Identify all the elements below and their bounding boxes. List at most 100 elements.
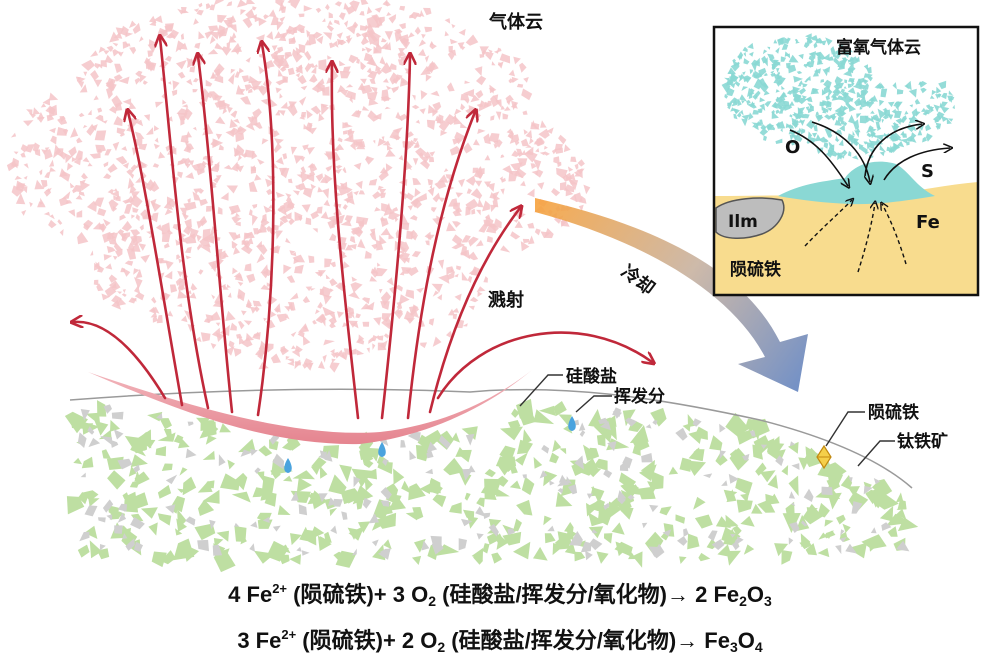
cloud-fragment bbox=[104, 149, 112, 156]
cloud-fragment bbox=[303, 5, 313, 12]
cloud-fragment bbox=[487, 49, 493, 54]
cloud-fragment bbox=[429, 42, 437, 50]
ilmenite-label: 钛铁矿 bbox=[897, 431, 948, 452]
oxygen-cloud-fragment bbox=[797, 107, 804, 115]
cloud-fragment bbox=[222, 284, 229, 290]
cloud-fragment bbox=[291, 345, 296, 350]
cloud-fragment bbox=[385, 163, 393, 173]
cloud-fragment bbox=[376, 240, 384, 251]
cloud-fragment bbox=[488, 133, 500, 143]
oxygen-cloud-fragment bbox=[810, 35, 819, 42]
mineral-grain bbox=[817, 548, 830, 558]
mineral-grain bbox=[79, 531, 90, 542]
cloud-fragment bbox=[175, 59, 187, 70]
cloud-fragment bbox=[153, 125, 160, 132]
oxygen-cloud-fragment bbox=[880, 84, 885, 89]
mineral-grain bbox=[480, 483, 495, 494]
oxygen-cloud-fragment bbox=[730, 107, 736, 112]
cloud-fragment bbox=[122, 162, 129, 169]
oxygen-cloud-fragment bbox=[802, 83, 808, 88]
cloud-fragment bbox=[130, 173, 135, 179]
mineral-grain bbox=[803, 488, 814, 502]
cloud-fragment bbox=[554, 143, 563, 151]
mineral-grain bbox=[84, 525, 98, 539]
oxygen-cloud-fragment bbox=[881, 119, 885, 124]
cloud-fragment bbox=[452, 209, 462, 217]
mineral-grain bbox=[102, 499, 114, 513]
oxygen-cloud-fragment bbox=[742, 71, 746, 76]
cloud-fragment bbox=[430, 90, 440, 97]
cloud-fragment bbox=[478, 168, 485, 174]
cloud-fragment bbox=[209, 91, 220, 101]
cloud-fragment bbox=[350, 282, 363, 293]
mineral-grain bbox=[301, 550, 310, 556]
oxygen-cloud-fragment bbox=[815, 114, 824, 122]
oxygen-cloud-fragment bbox=[790, 140, 795, 146]
mineral-grain bbox=[580, 541, 592, 553]
oxygen-cloud-fragment bbox=[775, 109, 780, 114]
cloud-fragment bbox=[569, 194, 578, 202]
mineral-grain bbox=[896, 540, 910, 552]
cloud-fragment bbox=[256, 244, 268, 255]
cloud-fragment bbox=[406, 192, 415, 201]
oxygen-cloud-fragment bbox=[830, 151, 838, 157]
mineral-grain bbox=[520, 413, 536, 426]
cloud-fragment bbox=[266, 225, 273, 232]
cloud-fragment bbox=[454, 131, 466, 145]
cloud-fragment bbox=[323, 199, 331, 207]
mineral-grain bbox=[740, 493, 749, 503]
cloud-fragment bbox=[361, 297, 370, 305]
oxygen-cloud-fragment bbox=[776, 68, 780, 73]
cloud-fragment bbox=[189, 65, 196, 73]
mineral-grain bbox=[296, 546, 302, 552]
oxygen-cloud-fragment bbox=[762, 49, 768, 55]
oxygen-cloud-fragment bbox=[747, 42, 754, 50]
cloud-fragment bbox=[380, 301, 390, 310]
mineral-grain bbox=[111, 411, 124, 420]
cloud-fragment bbox=[300, 171, 311, 183]
oxygen-cloud-fragment bbox=[743, 52, 747, 57]
mineral-grain bbox=[358, 521, 371, 534]
cloud-fragment bbox=[205, 79, 213, 87]
oxygen-cloud-fragment bbox=[812, 132, 818, 138]
cloud-fragment bbox=[366, 6, 373, 15]
fe-diffusion-arrow bbox=[882, 204, 907, 265]
mineral-grain bbox=[547, 525, 555, 532]
cloud-fragment bbox=[329, 321, 336, 329]
mineral-grain bbox=[749, 430, 756, 437]
cloud-fragment bbox=[285, 313, 290, 320]
cloud-fragment bbox=[523, 77, 529, 83]
cloud-fragment bbox=[142, 213, 149, 220]
mineral-grain bbox=[458, 449, 472, 463]
oxygen-cloud-fragment bbox=[909, 104, 913, 108]
cloud-fragment bbox=[107, 163, 118, 173]
oxygen-cloud-fragment bbox=[834, 76, 843, 87]
mineral-grain bbox=[569, 531, 583, 546]
mineral-grain bbox=[333, 498, 343, 507]
cloud-fragment bbox=[164, 208, 173, 216]
mineral-grain bbox=[568, 484, 578, 495]
cloud-fragment bbox=[318, 112, 325, 122]
cloud-fragment bbox=[277, 205, 287, 216]
cloud-fragment bbox=[238, 321, 245, 330]
silicate-pointer bbox=[519, 374, 563, 407]
oxygen-cloud-fragment bbox=[818, 136, 828, 143]
cloud-fragment bbox=[180, 315, 188, 323]
cloud-fragment bbox=[97, 107, 103, 113]
oxygen-cloud-fragment bbox=[852, 130, 856, 136]
mineral-grain bbox=[88, 498, 100, 507]
cloud-fragment bbox=[382, 78, 389, 83]
mineral-grain bbox=[687, 533, 700, 550]
cloud-fragment bbox=[95, 144, 106, 153]
mineral-grain bbox=[378, 547, 391, 560]
cloud-fragment bbox=[240, 9, 246, 16]
mineral-grain bbox=[318, 451, 327, 460]
cloud-fragment bbox=[513, 56, 521, 65]
oxygen-cloud-fragment bbox=[770, 72, 776, 77]
oxygen-cloud-fragment bbox=[867, 76, 873, 82]
mineral-grain bbox=[484, 468, 496, 478]
mineral-grain bbox=[668, 466, 679, 475]
cloud-fragment bbox=[357, 238, 366, 249]
cloud-fragment bbox=[152, 315, 159, 323]
mineral-grain bbox=[662, 529, 672, 537]
